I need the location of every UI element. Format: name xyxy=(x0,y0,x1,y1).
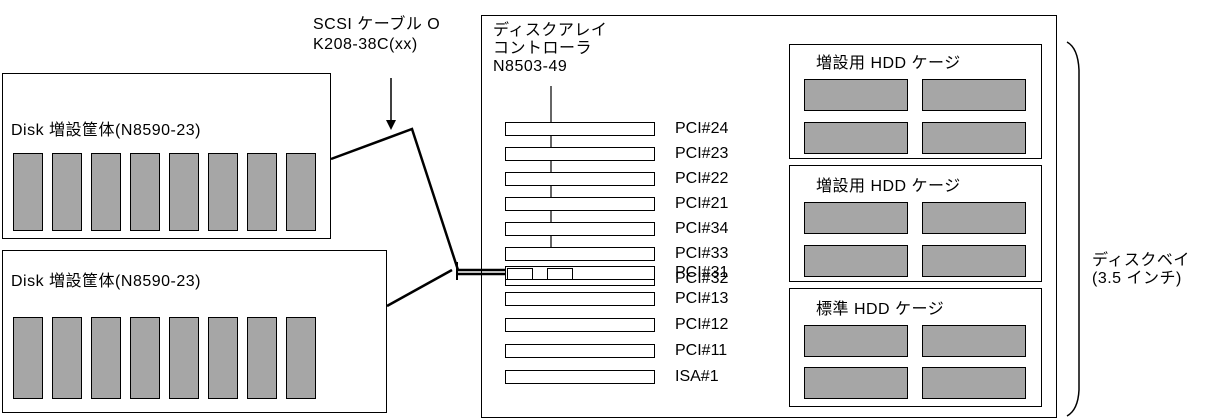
disk-drive xyxy=(922,122,1026,154)
disk-drive xyxy=(286,317,316,399)
hdd-cage-expansion-1: 増設用 HDD ケージ xyxy=(789,44,1042,159)
expansion-slot-controller xyxy=(505,266,655,280)
controller-label-line1: ディスクアレイ xyxy=(493,22,608,39)
cable-enclosure-2 xyxy=(386,268,453,308)
disk-bay-label-line1: ディスクベイ xyxy=(1092,252,1190,269)
disk-drive xyxy=(52,153,82,231)
disk-drive xyxy=(208,317,238,399)
disk-enclosure-1: Disk 増設筐体(N8590-23) xyxy=(2,73,331,239)
disk-drive xyxy=(247,153,277,231)
cable-arrow-head xyxy=(386,120,396,130)
disk-drive xyxy=(922,79,1026,111)
disk-drive xyxy=(804,122,908,154)
expansion-slot xyxy=(505,172,655,186)
cage-label: 増設用 HDD ケージ xyxy=(816,178,961,195)
cable-label-line1: SCSI ケーブル O xyxy=(313,16,441,33)
expansion-slot xyxy=(505,197,655,211)
disk-drive xyxy=(804,367,908,399)
disk-drive xyxy=(169,317,199,399)
disk-drive xyxy=(13,317,43,399)
slot-label: PCI#12 xyxy=(675,316,729,333)
disk-drive xyxy=(922,367,1026,399)
slot-label: PCI#22 xyxy=(675,170,729,187)
disk-drive xyxy=(286,153,316,231)
slot-label: PCI#24 xyxy=(675,120,729,137)
slot-label: PCI#31 xyxy=(675,264,729,281)
expansion-slot xyxy=(505,292,655,306)
disk-drive xyxy=(52,317,82,399)
disk-drive xyxy=(91,317,121,399)
expansion-slot xyxy=(505,344,655,358)
expansion-slot xyxy=(505,147,655,161)
disk-drive xyxy=(922,245,1026,277)
disk-drive xyxy=(13,153,43,231)
disk-drive xyxy=(804,245,908,277)
disk-drive xyxy=(922,202,1026,234)
cable-label-line2: K208-38C(xx) xyxy=(313,36,418,53)
hdd-cage-standard: 標準 HDD ケージ xyxy=(789,288,1042,407)
cage-label: 標準 HDD ケージ xyxy=(816,301,945,318)
slot-label: PCI#34 xyxy=(675,220,729,237)
slot-label: PCI#33 xyxy=(675,245,729,262)
enclosure-label: Disk 増設筐体(N8590-23) xyxy=(11,273,201,290)
enclosure-label: Disk 増設筐体(N8590-23) xyxy=(11,122,201,139)
expansion-slot xyxy=(505,122,655,136)
disk-drive xyxy=(91,153,121,231)
expansion-slot xyxy=(505,222,655,236)
controller-connector xyxy=(507,268,533,280)
slot-label: PCI#21 xyxy=(675,195,729,212)
disk-drive xyxy=(804,79,908,111)
disk-drive xyxy=(804,325,908,357)
controller-connector xyxy=(547,268,573,280)
slot-label: PCI#11 xyxy=(675,342,728,359)
disk-bay-brace xyxy=(1066,41,1080,417)
slot-label: PCI#23 xyxy=(675,145,729,162)
hdd-cage-expansion-2: 増設用 HDD ケージ xyxy=(789,165,1042,282)
disk-drive xyxy=(922,325,1026,357)
expansion-slot xyxy=(505,247,655,261)
controller-label-line2: コントローラ xyxy=(493,40,593,57)
expansion-slot xyxy=(505,318,655,332)
disk-drive xyxy=(130,153,160,231)
slot-label: PCI#13 xyxy=(675,290,729,307)
disk-enclosure-2: Disk 増設筐体(N8590-23) xyxy=(2,250,387,413)
slot-label: PCI#32 xyxy=(675,270,729,287)
disk-drive xyxy=(247,317,277,399)
disk-drive xyxy=(169,153,199,231)
slot-label: ISA#1 xyxy=(675,368,719,385)
expansion-slot xyxy=(505,370,655,384)
disk-drive xyxy=(130,317,160,399)
controller-label-line3: N8503-49 xyxy=(493,58,568,75)
disk-drive xyxy=(208,153,238,231)
cage-label: 増設用 HDD ケージ xyxy=(816,55,961,72)
cable-enclosure-1 xyxy=(330,127,460,271)
disk-bay-label-line2: (3.5 インチ) xyxy=(1092,270,1182,287)
disk-drive xyxy=(804,202,908,234)
